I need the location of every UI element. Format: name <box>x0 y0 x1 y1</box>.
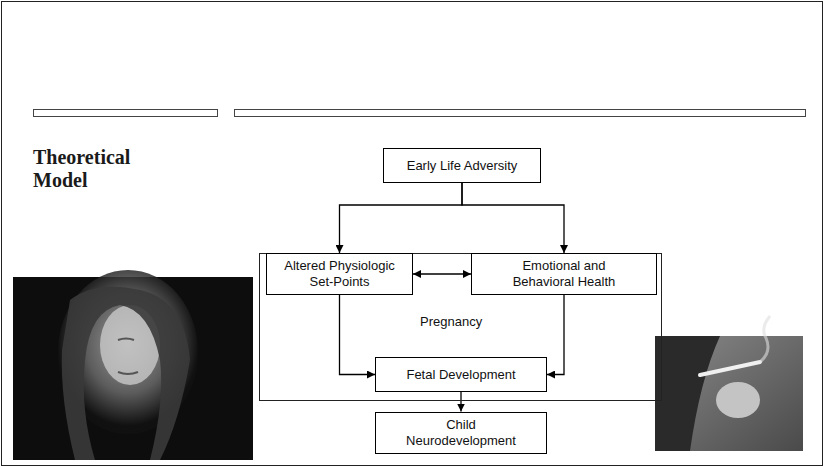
flow-arrow <box>340 183 463 253</box>
flow-arrow <box>460 392 461 412</box>
flow-arrow <box>462 183 564 253</box>
flow-arrow <box>413 273 471 274</box>
process-box: Altered Physiologic Set-Points <box>266 253 413 295</box>
node-label: Early Life Adversity <box>407 158 518 174</box>
header-bar <box>34 110 218 117</box>
header-bar <box>235 110 806 117</box>
process-box: Emotional and Behavioral Health <box>471 253 657 295</box>
node-label: Altered Physiologic Set-Points <box>277 258 402 289</box>
flow-arrow <box>547 295 564 375</box>
node-label: Pregnancy <box>420 314 661 330</box>
flow-arrow <box>340 295 376 375</box>
node-label: Fetal Development <box>406 367 515 383</box>
process-box: Child Neurodevelopment <box>375 412 547 454</box>
node-label: Child Neurodevelopment <box>401 417 521 448</box>
slide-title: Theoretical Model <box>33 146 173 192</box>
woman-photo <box>13 270 253 460</box>
process-box: Fetal Development <box>375 357 547 392</box>
smoking-photo <box>655 316 803 451</box>
region-box: Pregnancy Altered Physiologic Set-Points E… <box>259 253 662 401</box>
process-box: Early Life Adversity <box>383 148 541 183</box>
node-label: Emotional and Behavioral Health <box>504 258 624 289</box>
